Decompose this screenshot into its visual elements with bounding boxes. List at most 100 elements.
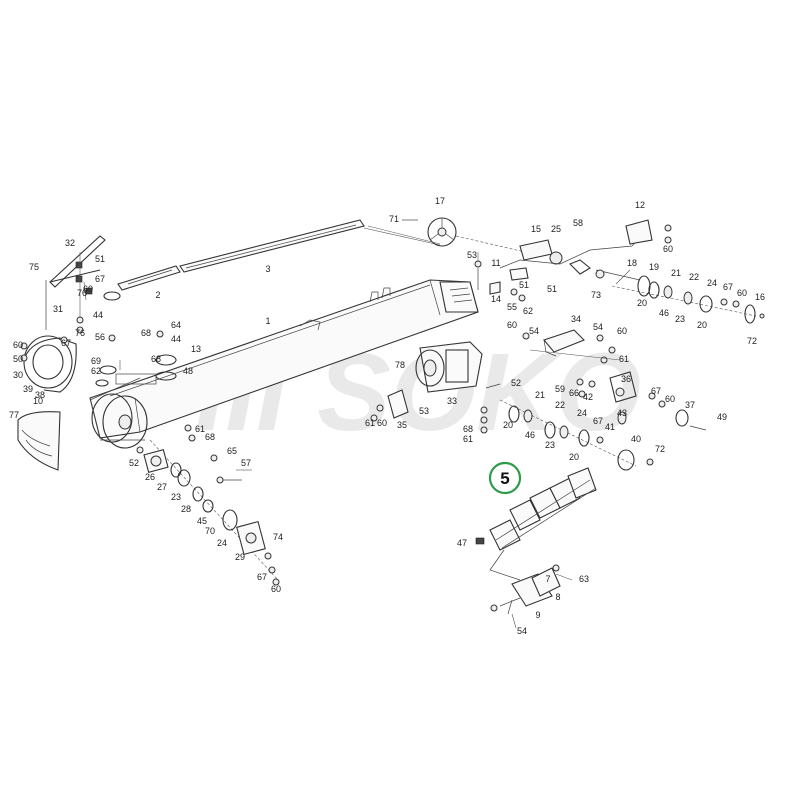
part-label: 44: [171, 334, 181, 344]
part-label: 3: [265, 264, 270, 274]
part-label: 61: [195, 424, 205, 434]
part-label: 48: [183, 366, 193, 376]
part-label: 49: [717, 412, 727, 422]
part-label: 76: [77, 288, 87, 298]
part-label: 17: [435, 196, 445, 206]
part-label: 53: [467, 250, 477, 260]
part-labels: 17 71 12 60 15 25 58 53 11 14 51 55 62 1…: [9, 196, 765, 636]
part-label: 52: [129, 458, 139, 468]
part-label: 24: [217, 538, 227, 548]
part-label: 27: [157, 482, 167, 492]
part-label: 20: [503, 420, 513, 430]
chain-assembly: 5: [475, 461, 597, 615]
part-label: 78: [395, 360, 405, 370]
part-label: 13: [191, 344, 201, 354]
part-label: 53: [419, 406, 429, 416]
part-label: 35: [397, 420, 407, 430]
part-label: 22: [689, 272, 699, 282]
part-label: 45: [197, 516, 207, 526]
part-label: 67: [61, 338, 71, 348]
left-front-assembly: [17, 235, 177, 471]
part-label: 33: [447, 396, 457, 406]
part-label: 28: [181, 504, 191, 514]
part-label: 65: [227, 446, 237, 456]
part-label: 23: [545, 440, 555, 450]
part-label: 60: [377, 418, 387, 428]
part-label: 41: [605, 422, 615, 432]
part-label: 54: [529, 326, 539, 336]
part-label: 60: [83, 284, 93, 294]
part-label: 47: [457, 538, 467, 548]
part-label: 60: [663, 244, 673, 254]
part-label: 66: [569, 388, 579, 398]
part-label: 57: [241, 458, 251, 468]
part-label: 23: [171, 492, 181, 502]
part-label: 43: [617, 408, 627, 418]
part-label: 21: [535, 390, 545, 400]
highlight-label: 5: [500, 469, 509, 488]
part-label: 62: [91, 366, 101, 376]
part-label: 36: [621, 374, 631, 384]
part-label: 76: [75, 328, 85, 338]
part-label: 60: [665, 394, 675, 404]
part-label: 19: [649, 262, 659, 272]
part-label: 11: [491, 258, 500, 268]
part-label: 73: [591, 290, 601, 300]
part-label: 44: [93, 310, 103, 320]
part-label: 40: [631, 434, 641, 444]
part-label: 25: [551, 224, 561, 234]
part-label: 70: [205, 526, 215, 536]
part-label: 60: [507, 320, 517, 330]
part-label: 24: [707, 278, 717, 288]
mid-right-parts: [370, 329, 707, 471]
part-label: 39: [23, 384, 33, 394]
part-label: 1: [265, 316, 270, 326]
top-center-parts: [402, 217, 672, 302]
part-label: 60: [617, 326, 627, 336]
highlight-marker: [488, 461, 522, 495]
part-label: 15: [531, 224, 541, 234]
part-label: 16: [755, 292, 765, 302]
part-label: 67: [257, 572, 267, 582]
part-label: 30: [13, 370, 23, 380]
part-label: 55: [507, 302, 517, 312]
part-label: 68: [141, 328, 151, 338]
part-label: 74: [273, 532, 283, 542]
part-label: 20: [637, 298, 647, 308]
part-label: 42: [583, 392, 593, 402]
lower-left-shaft-parts: [136, 424, 280, 586]
part-label: 52: [511, 378, 521, 388]
part-label: 60: [13, 340, 23, 350]
part-label: 67: [593, 416, 603, 426]
part-label: 12: [635, 200, 645, 210]
part-label: 23: [675, 314, 685, 324]
part-label: 56: [95, 332, 105, 342]
part-label: 54: [593, 322, 603, 332]
part-label: 18: [627, 258, 637, 268]
part-label: 59: [555, 384, 565, 394]
part-label: 63: [579, 574, 589, 584]
part-label: 68: [151, 354, 161, 364]
part-label: 61: [463, 434, 473, 444]
part-label: 72: [655, 444, 665, 454]
part-label: 29: [235, 552, 245, 562]
part-label: 9: [535, 610, 540, 620]
part-label: 20: [569, 452, 579, 462]
part-label: 38: [35, 390, 45, 400]
part-label: 62: [523, 306, 533, 316]
part-label: 54: [517, 626, 527, 636]
part-label: 64: [171, 320, 181, 330]
part-label: 51: [547, 284, 557, 294]
part-label: 7: [545, 574, 550, 584]
part-label: 46: [659, 308, 669, 318]
part-label: 60: [271, 584, 281, 594]
part-label: 8: [555, 592, 560, 602]
part-label: 61: [619, 354, 629, 364]
part-label: 60: [737, 288, 747, 298]
leader-lines: [79, 225, 631, 629]
part-label: 68: [205, 432, 215, 442]
part-label: 50: [13, 354, 23, 364]
part-label: 67: [95, 274, 105, 284]
part-label: 77: [9, 410, 19, 420]
part-label: 24: [577, 408, 587, 418]
